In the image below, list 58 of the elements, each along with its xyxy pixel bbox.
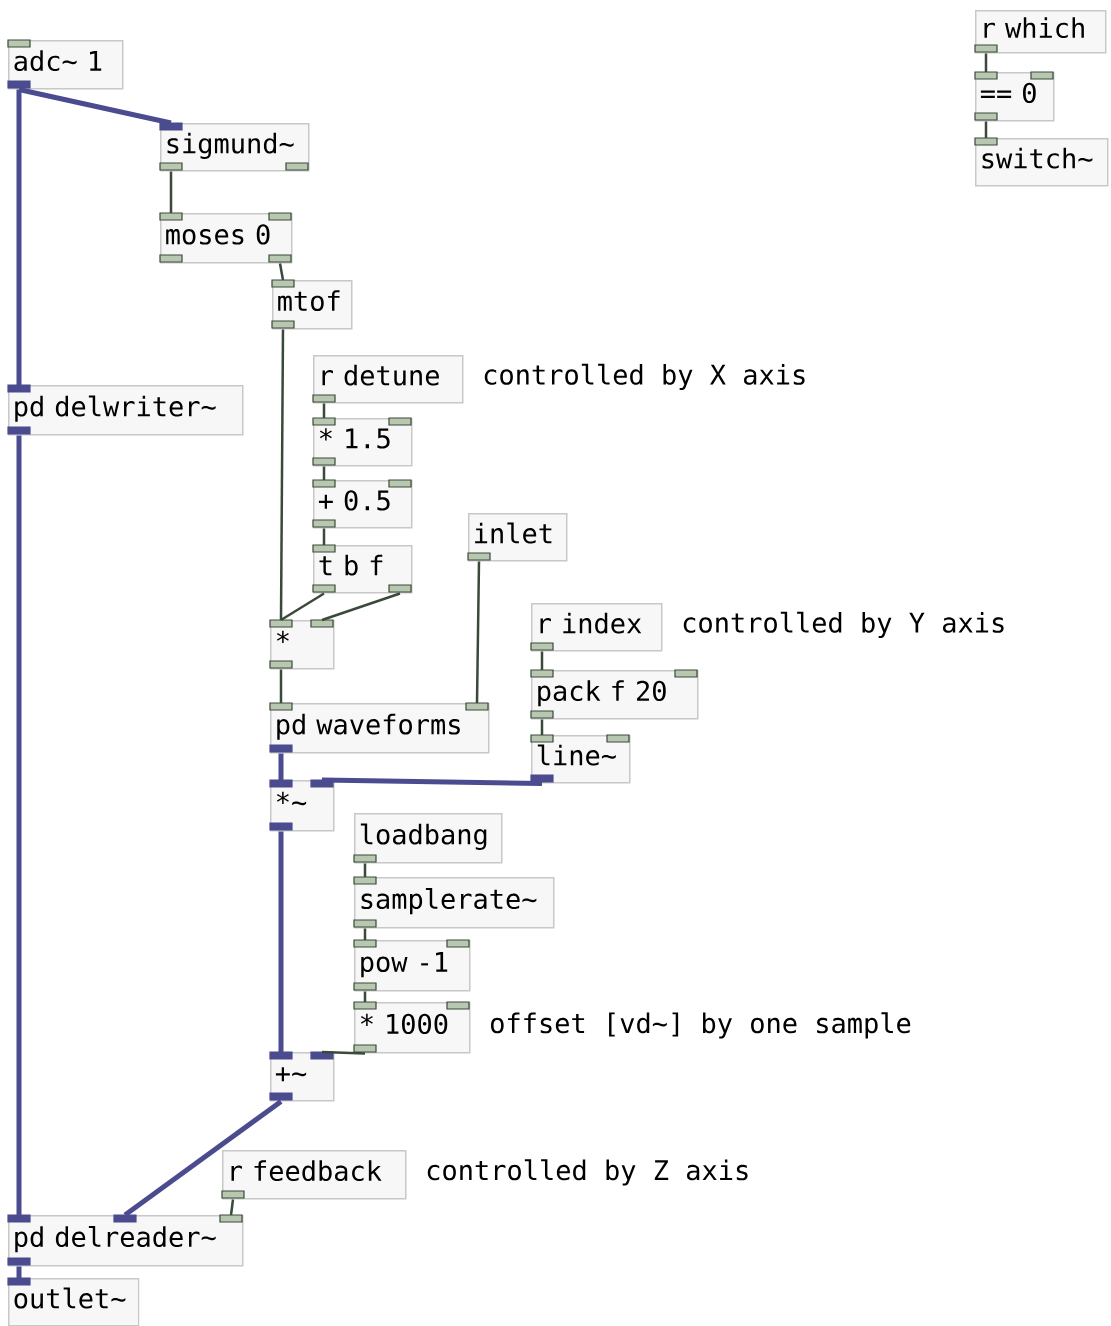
- object-box: +~: [269, 1051, 335, 1102]
- object-box: inlet: [467, 513, 568, 562]
- patch-cord: [278, 753, 284, 780]
- patch-cord: [363, 863, 367, 877]
- object-box: sigmund~: [159, 122, 310, 172]
- object-box: *: [269, 619, 335, 670]
- patch-cord: [123, 1099, 283, 1217]
- object-box: t b f: [312, 544, 413, 594]
- patch-cord: [984, 53, 988, 72]
- patch-cord: [475, 561, 481, 703]
- object-box: * 1.5: [312, 417, 413, 467]
- patch-cord: [18, 87, 172, 126]
- object-box: pd delwriter~: [7, 384, 244, 436]
- object-box: r detune: [312, 355, 464, 404]
- patch-cord: [363, 928, 367, 940]
- patch-cord: [322, 528, 326, 545]
- object-box: line~: [530, 734, 631, 784]
- patch-cord: [321, 777, 543, 786]
- patch-cord: [16, 435, 22, 1215]
- object-box: pd delreader~: [7, 1214, 244, 1267]
- object-box: pow -1: [353, 939, 471, 992]
- object-box: adc~ 1: [7, 39, 124, 90]
- patch-cord: [278, 831, 284, 1052]
- patch-cord: [16, 1266, 22, 1278]
- object-box: mtof: [271, 279, 353, 330]
- object-box: samplerate~: [353, 876, 555, 929]
- object-box: loadbang: [353, 813, 503, 864]
- object-box: pd waveforms: [269, 702, 490, 754]
- object-box: * 1000: [353, 1001, 471, 1054]
- object-box: == 0: [974, 71, 1055, 122]
- patch-cord: [540, 651, 544, 670]
- comment-text: controlled by Z axis: [427, 1159, 748, 1186]
- object-box: pack f 20: [530, 669, 699, 720]
- patch-cord: [279, 329, 285, 620]
- object-box: outlet~: [7, 1277, 140, 1326]
- object-box: *~: [269, 779, 335, 832]
- patch-cord: [321, 592, 401, 622]
- patch-cord: [279, 669, 283, 703]
- patch-cord: [169, 171, 173, 213]
- object-box: + 0.5: [312, 479, 413, 529]
- patch-cord: [322, 403, 326, 418]
- patch-cord: [363, 991, 367, 1002]
- patch-cord: [984, 121, 988, 138]
- comment-text: controlled by Y axis: [683, 611, 1004, 639]
- object-box: r feedback: [221, 1150, 407, 1200]
- comment-text: controlled by X axis: [484, 363, 805, 391]
- patch-cord: [280, 592, 325, 622]
- patch-cord: [229, 1199, 235, 1216]
- patch-cord: [322, 466, 326, 480]
- patch-cord: [278, 263, 285, 281]
- object-box: r which: [974, 10, 1107, 54]
- object-box: r index: [530, 603, 663, 652]
- patch-cord: [321, 1050, 366, 1055]
- patch-cord: [16, 89, 22, 385]
- object-box: moses 0: [159, 212, 293, 264]
- patch-cord: [540, 719, 544, 735]
- comment-text: offset [vd~] by one sample: [491, 1012, 911, 1039]
- object-box: switch~: [974, 137, 1109, 187]
